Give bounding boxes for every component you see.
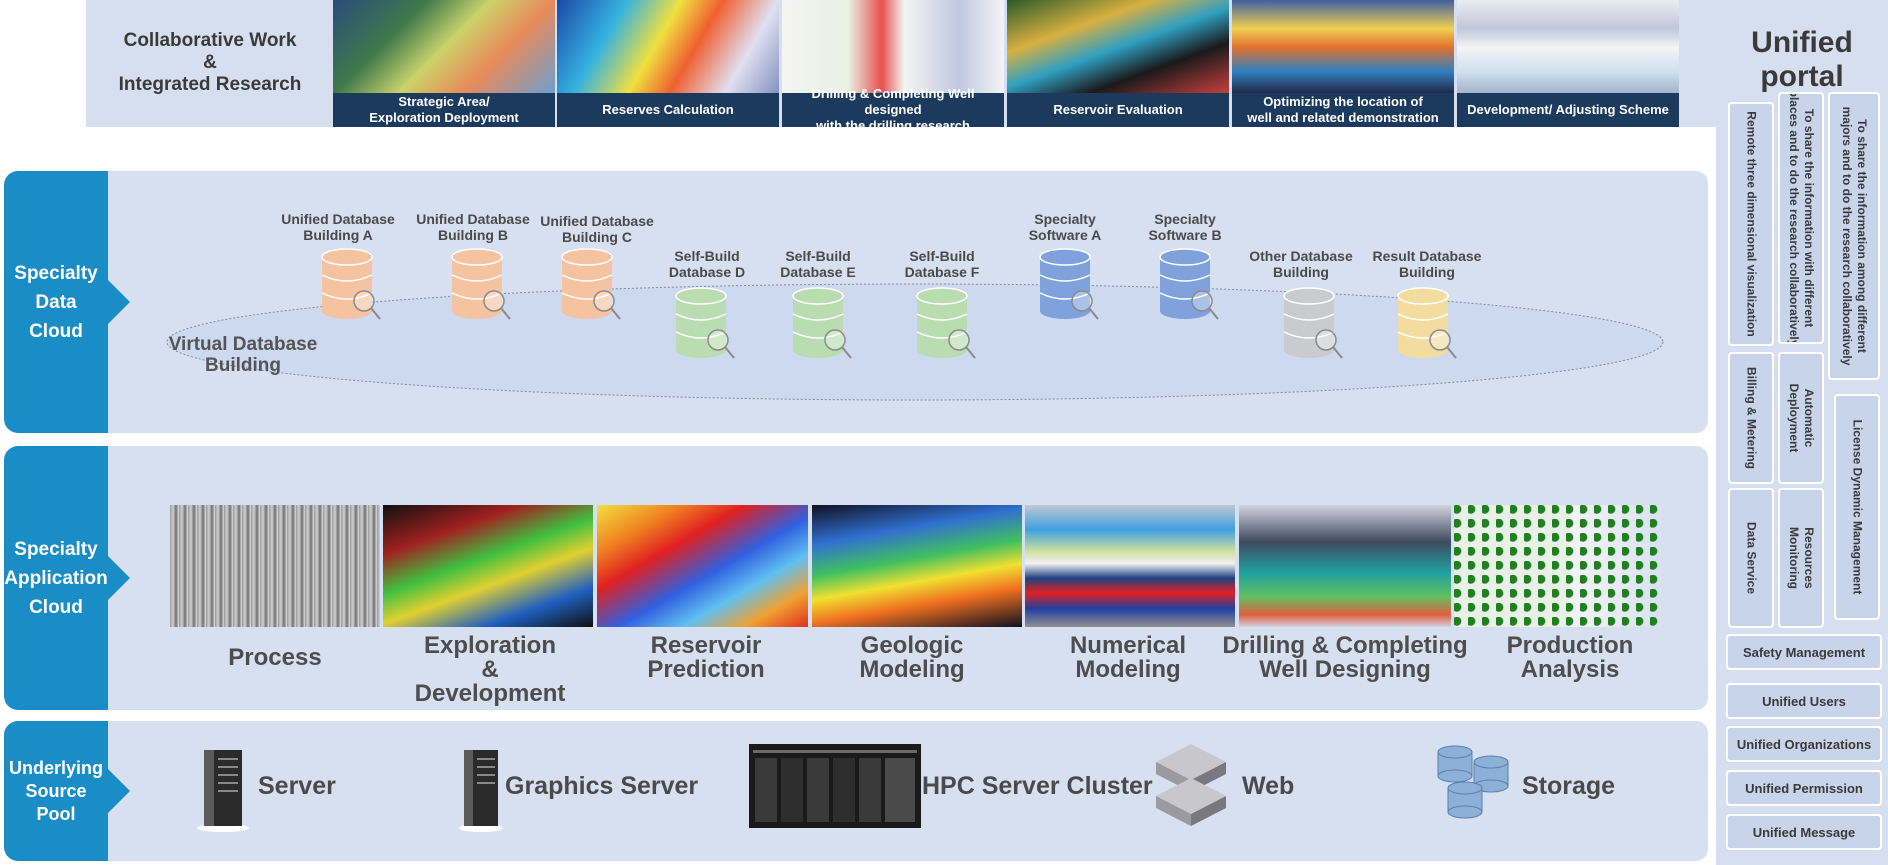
portal-license[interactable]: License Dynamic Management: [1834, 394, 1880, 620]
hpc-cluster-icon: [749, 744, 921, 828]
storage-icon: [1437, 745, 1509, 819]
drilling-completing-image: [782, 0, 1004, 95]
database-b-icon: [451, 248, 511, 320]
resource-label-server: Server: [258, 772, 336, 800]
software-a-icon: [1039, 248, 1099, 320]
database-c-icon: [561, 248, 621, 320]
optimizing-location-image: [1232, 0, 1454, 95]
process-image: [170, 505, 380, 627]
portal-share-majors[interactable]: To share the information among different…: [1828, 92, 1880, 380]
thumb-strategic-area: Strategic Area/Exploration Deployment: [333, 0, 555, 127]
portal-data-service[interactable]: Data Service: [1728, 488, 1774, 628]
reservoir-prediction-image: [597, 505, 808, 627]
numerical-modeling-image: [1025, 505, 1235, 627]
portal-unified-users[interactable]: Unified Users: [1726, 683, 1882, 719]
thumb-development-scheme: Development/ Adjusting Scheme: [1457, 0, 1679, 127]
portal-unified-message[interactable]: Unified Message: [1726, 814, 1882, 850]
database-f-icon: [916, 287, 976, 359]
production-analysis-image: [1454, 505, 1664, 627]
database-result-icon: [1397, 287, 1457, 359]
portal-unified-permission[interactable]: Unified Permission: [1726, 770, 1882, 806]
collab-title: Collaborative Work & Integrated Research: [118, 30, 302, 95]
virtual-database-label: Virtual Database Building: [168, 334, 318, 376]
thumb-reserves-calculation: Reserves Calculation: [557, 0, 779, 127]
reservoir-evaluation-image: [1007, 0, 1229, 95]
portal-remote-3d[interactable]: Remote three dimensional visualization: [1728, 102, 1774, 346]
database-e-icon: [792, 287, 852, 359]
drilling-well-designing-image: [1239, 505, 1451, 627]
portal-billing[interactable]: Billing & Metering: [1728, 352, 1774, 484]
portal-unified-organizations[interactable]: Unified Organizations: [1726, 726, 1882, 762]
resource-label-graphics-server: Graphics Server: [505, 772, 699, 800]
database-a-icon: [321, 248, 381, 320]
development-scheme-image: [1457, 0, 1679, 95]
graphics-server-icon: [459, 750, 503, 832]
app-label-process: Process: [228, 644, 322, 671]
thumb-reservoir-evaluation: Reservoir Evaluation: [1007, 0, 1229, 127]
strategic-area-image: [333, 0, 555, 95]
portal-title: Unified portal: [1751, 26, 1853, 93]
resource-label-web: Web: [1242, 772, 1295, 800]
software-b-icon: [1159, 248, 1219, 320]
database-other-icon: [1283, 287, 1343, 359]
reserves-calculation-image: [557, 0, 779, 95]
resource-label-hpc: HPC Server Cluster: [922, 772, 1153, 800]
server-icon: [197, 750, 249, 832]
database-d-icon: [675, 287, 735, 359]
exploration-image: [383, 505, 593, 627]
app-label-exploration: Exploration&Development: [414, 632, 566, 707]
web-server-icon: [1156, 744, 1226, 826]
geologic-modeling-image: [812, 505, 1022, 627]
portal-safety-management[interactable]: Safety Management: [1726, 634, 1882, 670]
resource-label-storage: Storage: [1522, 772, 1616, 800]
